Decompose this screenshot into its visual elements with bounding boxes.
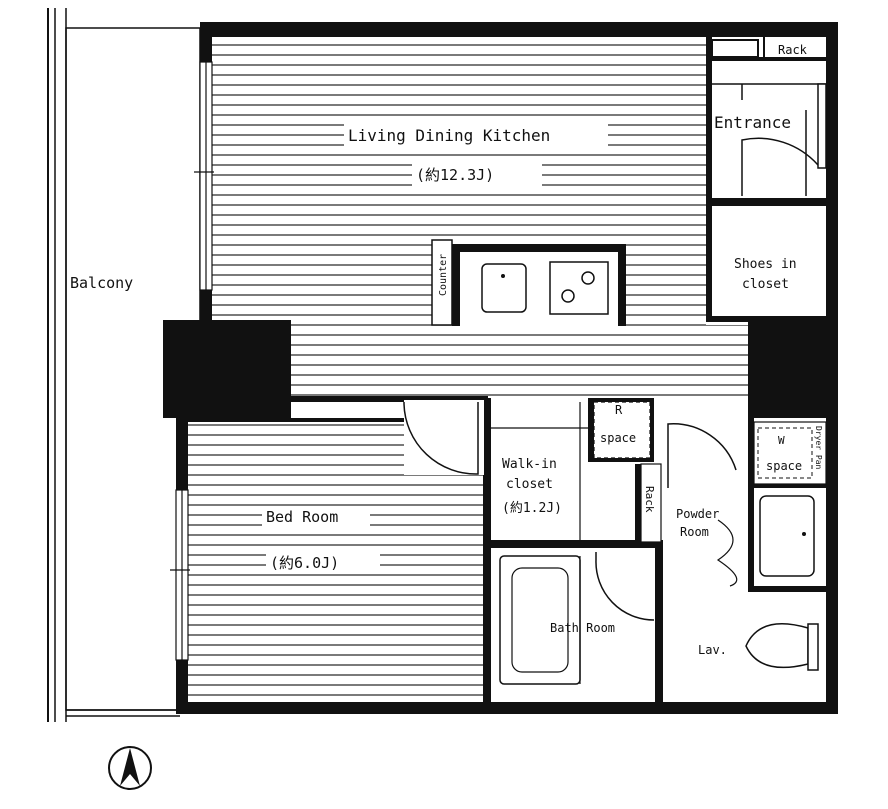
powder-label-1: Powder [676, 507, 719, 521]
stove-icon [549, 261, 609, 315]
fridge-letter: R [615, 403, 623, 417]
ldk-labels: Living Dining Kitchen (約12.3J) [344, 124, 608, 186]
bedroom: Bed Room (約6.0J) [262, 400, 484, 574]
bath-label: Bath Room [550, 621, 615, 635]
washer-side-label: Dryer Pan [814, 426, 823, 470]
shoes-closet: Shoes in closet [712, 206, 826, 316]
lav-label: Lav. [698, 643, 727, 657]
powder-label-2: Room [680, 525, 709, 539]
washbasin-icon [759, 495, 815, 577]
washbasin [754, 488, 826, 586]
lavatory: Lav. [663, 592, 826, 702]
rack-label-side: Rack [643, 486, 656, 513]
washer-letter: W [778, 434, 785, 447]
walkin-label-2: closet [506, 477, 553, 492]
entrance-label: Entrance [714, 113, 791, 132]
shoes-label-2: closet [742, 277, 789, 292]
entrance: Rack Entrance [711, 37, 827, 198]
bedroom-name: Bed Room [266, 508, 338, 526]
ldk-floor-lower [290, 325, 748, 397]
fridge-space-label: space [600, 431, 636, 445]
kitchen: Counter [431, 239, 626, 326]
washer-space: W space Dryer Pan [753, 421, 827, 485]
balcony-label: Balcony [70, 274, 133, 292]
shoes-label-1: Shoes in [734, 257, 797, 272]
toilet-icon [745, 623, 809, 669]
washer-space-label: space [766, 459, 802, 473]
sink-icon [481, 263, 527, 313]
north-arrow-icon [108, 746, 152, 790]
ldk-name: Living Dining Kitchen [348, 126, 550, 145]
walkin-label-1: Walk-in [502, 457, 557, 472]
ldk-size: (約12.3J) [416, 166, 494, 184]
rack-label-top: Rack [778, 43, 808, 57]
bedroom-size: (約6.0J) [270, 554, 339, 572]
bathroom: Bath Room [491, 548, 655, 702]
windows [170, 61, 214, 661]
counter-label: Counter [438, 254, 449, 296]
fridge-space: R space [588, 398, 654, 462]
walkin-size: (約1.2J) [502, 501, 562, 516]
